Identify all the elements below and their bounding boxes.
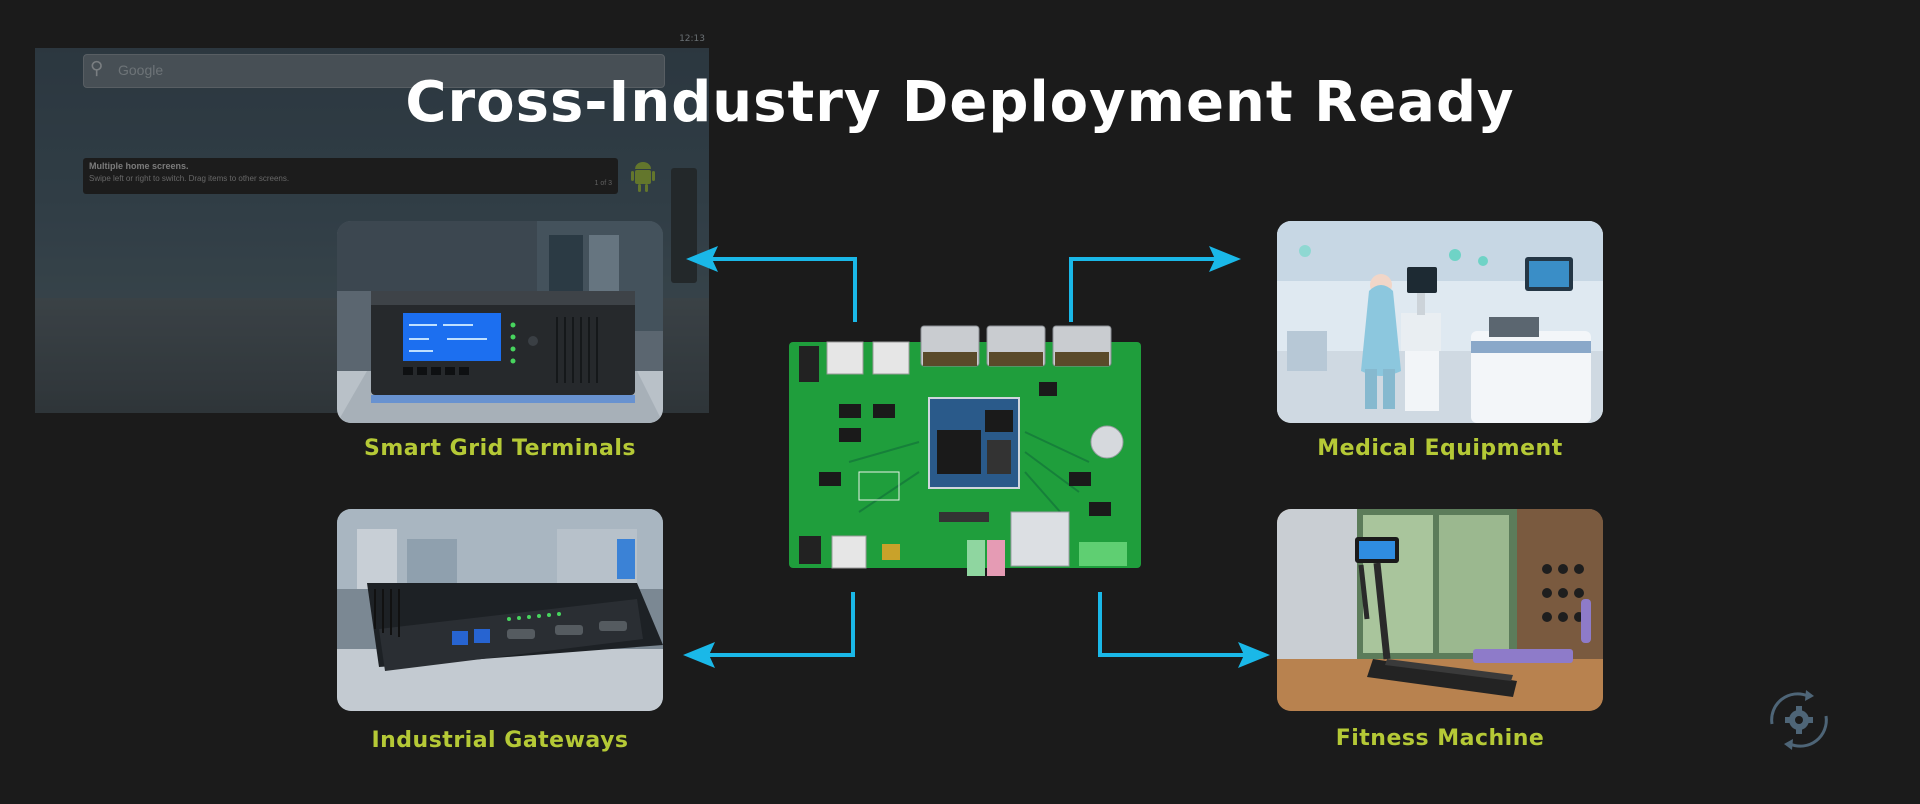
app-drawer-bar <box>671 168 697 283</box>
label-medical-equipment: Medical Equipment <box>1317 436 1563 461</box>
search-placeholder: Google <box>118 62 164 78</box>
label-smart-grid-terminals: Smart Grid Terminals <box>364 436 636 461</box>
android-robot-icon <box>631 162 655 192</box>
arrow-to-gateways <box>697 592 855 657</box>
arrow-to-medical <box>1069 257 1225 322</box>
arrowhead-gateways <box>683 642 715 668</box>
tip-title: Multiple home screens. <box>89 161 189 171</box>
medical-equipment-image <box>1277 221 1603 423</box>
fitness-machine-image <box>1277 509 1603 711</box>
arrowhead-medical <box>1209 246 1241 272</box>
search-icon: ⚲ <box>90 58 104 78</box>
arrowhead-fitness <box>1238 642 1270 668</box>
industrial-gateway-image <box>337 509 663 711</box>
status-time: 12:13 <box>679 34 705 44</box>
smart-grid-terminal-image <box>337 221 663 423</box>
gear-cycle-icon <box>1770 690 1828 750</box>
arrowhead-smart-grid <box>686 246 718 272</box>
label-fitness-machine: Fitness Machine <box>1335 726 1545 751</box>
development-board <box>789 325 1141 576</box>
arrow-to-fitness <box>1098 592 1252 657</box>
tip-body: Swipe left or right to switch. Drag item… <box>89 174 290 183</box>
label-industrial-gateways: Industrial Gateways <box>371 728 629 753</box>
search-bar: ⚲ Google <box>83 54 665 88</box>
home-screen-tip: Multiple home screens. Swipe left or rig… <box>83 158 618 194</box>
tip-page: 1 of 3 <box>594 180 612 187</box>
arrow-to-smart-grid <box>697 257 857 322</box>
page-title: Cross-Industry Deployment Ready <box>405 70 1515 135</box>
